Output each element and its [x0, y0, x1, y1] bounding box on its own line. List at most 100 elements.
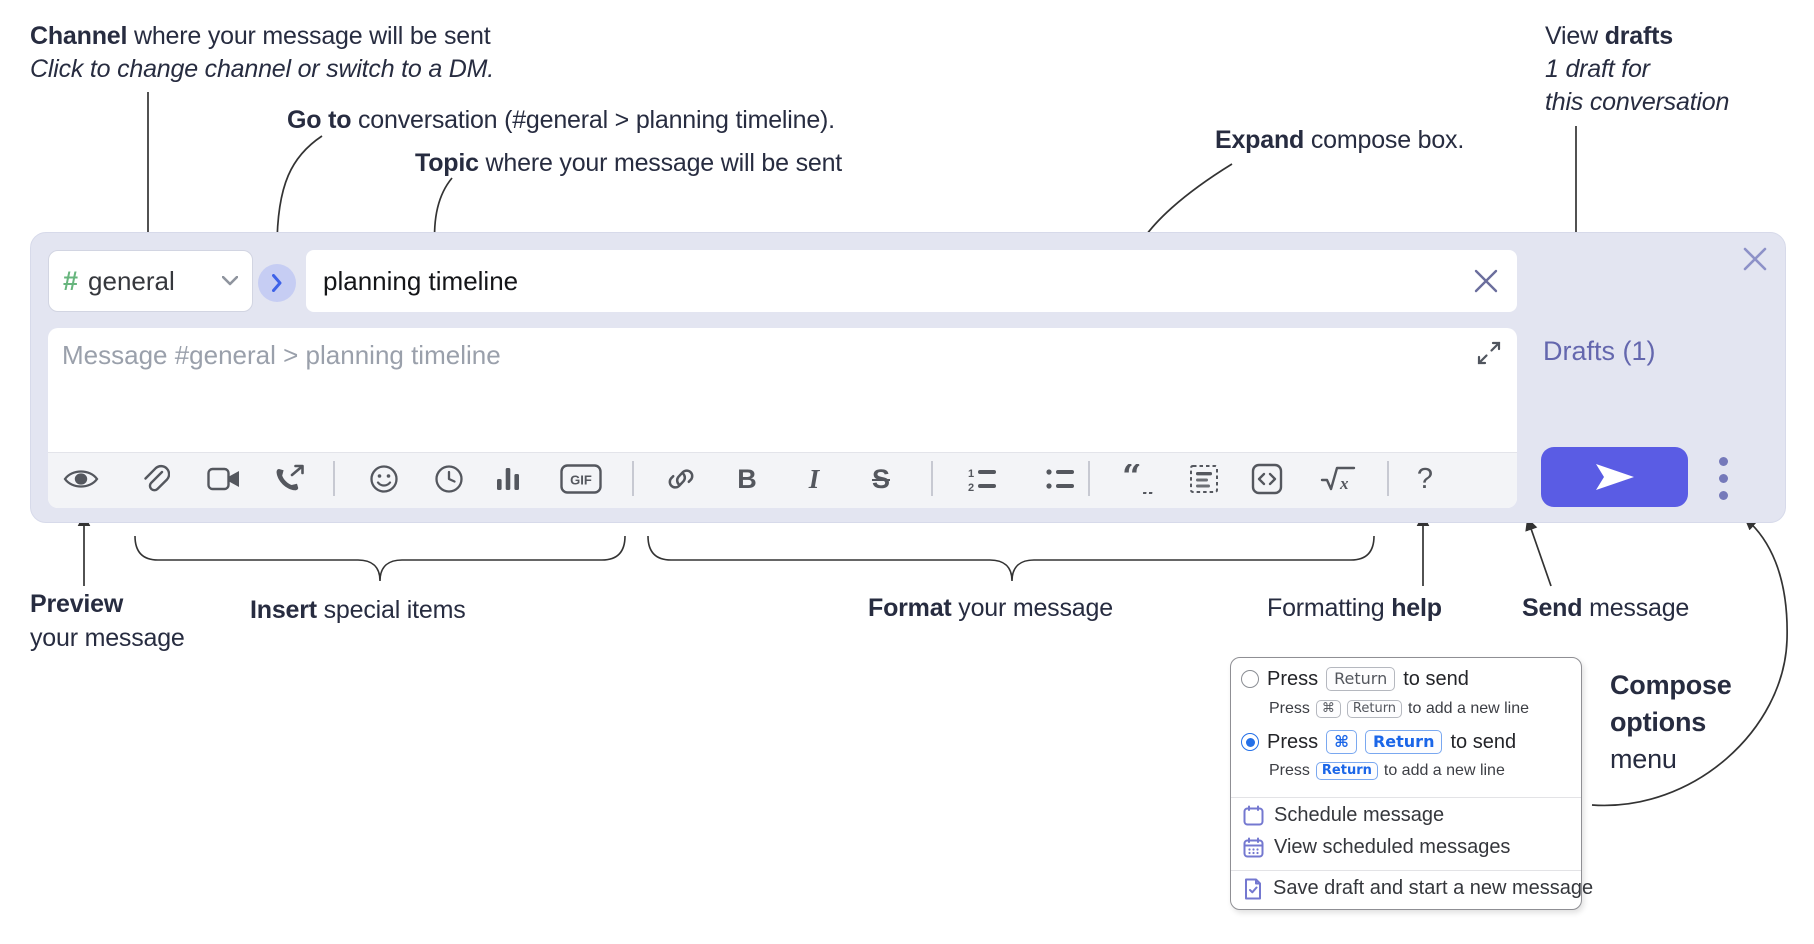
toolbar-divider — [632, 461, 634, 496]
preview-eye-button[interactable] — [58, 457, 104, 501]
expand-icon — [1477, 341, 1501, 365]
spoiler-button[interactable] — [1181, 457, 1227, 501]
annotation-view-drafts: View drafts — [1545, 22, 1673, 50]
expand-compose-button[interactable] — [1474, 338, 1504, 368]
kebab-dot — [1718, 457, 1728, 466]
time-button[interactable] — [426, 457, 472, 501]
bold-icon: B — [737, 463, 757, 494]
toolbar-divider — [1088, 461, 1090, 496]
italic-button[interactable]: I — [791, 457, 837, 501]
video-camera-icon — [207, 467, 239, 491]
svg-text:1: 1 — [968, 468, 974, 480]
annotation-preview: Preview — [30, 590, 124, 618]
message-placeholder: Message #general > planning timeline — [62, 340, 501, 370]
close-icon — [1743, 247, 1767, 271]
menu-divider — [1231, 870, 1581, 871]
menu-item-label: View scheduled messages — [1274, 836, 1511, 858]
topic-clear-button[interactable] — [1470, 265, 1502, 297]
attach-file-button[interactable] — [132, 457, 178, 501]
numbered-list-icon: 1 2 — [968, 468, 996, 493]
bulleted-list-button[interactable] — [1037, 457, 1083, 501]
gif-button[interactable]: GIF — [558, 457, 604, 501]
option-subtext: to add a new line — [1408, 700, 1530, 718]
kbd-return: Return — [1326, 667, 1396, 691]
clock-icon — [435, 465, 463, 493]
menu-option-press-return[interactable]: Press Return to send — [1241, 667, 1469, 691]
code-button[interactable] — [1244, 457, 1290, 501]
formatting-help-button[interactable]: ? — [1402, 457, 1448, 501]
option-subtext: to add a new line — [1383, 762, 1505, 780]
bulleted-list-icon — [1046, 469, 1074, 489]
option-text: Press — [1267, 667, 1319, 690]
kbd-cmd: ⌘ — [1326, 730, 1357, 754]
channel-name: general — [88, 265, 175, 296]
annotation-compose-options-line3: menu — [1610, 744, 1677, 774]
smiley-icon — [370, 465, 398, 493]
menu-item-view-scheduled[interactable]: View scheduled messages — [1243, 836, 1510, 859]
compose-toolbar — [48, 452, 1517, 508]
kbd-return: Return — [1364, 730, 1443, 754]
video-call-button[interactable] — [201, 457, 247, 501]
send-plane-icon — [1595, 464, 1634, 490]
drafts-link[interactable]: Drafts (1) — [1543, 336, 1656, 366]
radio-selected-icon[interactable] — [1241, 733, 1259, 751]
gif-icon: GIF — [560, 464, 602, 494]
math-button[interactable]: x — [1315, 457, 1361, 501]
option-subtext: Press — [1269, 700, 1310, 718]
annotation-compose-options-line2: options — [1610, 707, 1707, 737]
option-text: to send — [1403, 667, 1469, 690]
svg-text:2: 2 — [968, 482, 974, 493]
bold-button[interactable]: B — [724, 457, 770, 501]
kbd-return: Return — [1315, 762, 1378, 781]
radio-unselected-icon[interactable] — [1241, 670, 1259, 688]
audio-call-button[interactable] — [267, 457, 313, 501]
svg-text:“: “ — [1122, 464, 1142, 494]
menu-item-save-draft[interactable]: Save draft and start a new message — [1243, 877, 1593, 900]
numbered-list-button[interactable]: 1 2 — [959, 457, 1005, 501]
calendar-dots-icon — [1243, 837, 1264, 858]
strikethrough-button[interactable]: S — [858, 457, 904, 501]
link-icon — [668, 469, 694, 489]
quote-button[interactable]: “ „ — [1117, 457, 1163, 501]
arrow-send — [1525, 517, 1552, 587]
bar-chart-icon — [497, 468, 519, 490]
kebab-dot — [1718, 491, 1728, 500]
channel-hash-icon: # — [63, 265, 79, 296]
spoiler-icon — [1190, 465, 1218, 493]
close-icon — [1474, 269, 1498, 293]
brace-format — [647, 535, 1375, 582]
send-button[interactable] — [1541, 447, 1688, 507]
annotation-preview-line2: your message — [30, 624, 185, 652]
channel-selector[interactable]: # general — [48, 250, 253, 312]
calendar-icon — [1243, 805, 1264, 826]
topic-input[interactable]: planning timeline — [306, 250, 1517, 312]
paperclip-icon — [144, 464, 170, 492]
quote-icon: “ „ — [1122, 464, 1155, 494]
poll-button[interactable] — [485, 457, 531, 501]
menu-item-schedule-message[interactable]: Schedule message — [1243, 804, 1444, 827]
go-to-conversation-button[interactable] — [258, 264, 296, 302]
eye-icon — [63, 470, 99, 488]
toolbar-divider — [931, 461, 933, 496]
svg-text:„: „ — [1140, 473, 1155, 494]
annotation-goto: Go to conversation (#general > planning … — [287, 106, 835, 134]
chevron-right-icon — [272, 274, 282, 292]
menu-divider — [1231, 797, 1581, 798]
link-button[interactable] — [658, 457, 704, 501]
question-mark-icon: ? — [1416, 462, 1434, 495]
strikethrough-icon: S — [871, 463, 890, 494]
annotation-send: Send message — [1522, 594, 1690, 622]
menu-option-press-cmd-return[interactable]: Press ⌘ Return to send — [1241, 730, 1516, 754]
draft-note-icon — [1245, 878, 1261, 899]
compose-options-button[interactable] — [1714, 457, 1732, 500]
annotation-expand: Expand compose box. — [1215, 126, 1465, 154]
toolbar-divider — [1387, 461, 1389, 496]
option-text: Press — [1267, 730, 1319, 753]
menu-item-label: Schedule message — [1274, 804, 1445, 826]
annotation-formatting-help: Formatting help — [1267, 594, 1442, 622]
annotation-drafts-line3: this conversation — [1545, 88, 1730, 116]
emoji-button[interactable] — [361, 457, 407, 501]
kbd-cmd: ⌘ — [1315, 700, 1341, 719]
chevron-down-icon — [222, 276, 238, 286]
compose-close-button[interactable] — [1738, 242, 1772, 276]
